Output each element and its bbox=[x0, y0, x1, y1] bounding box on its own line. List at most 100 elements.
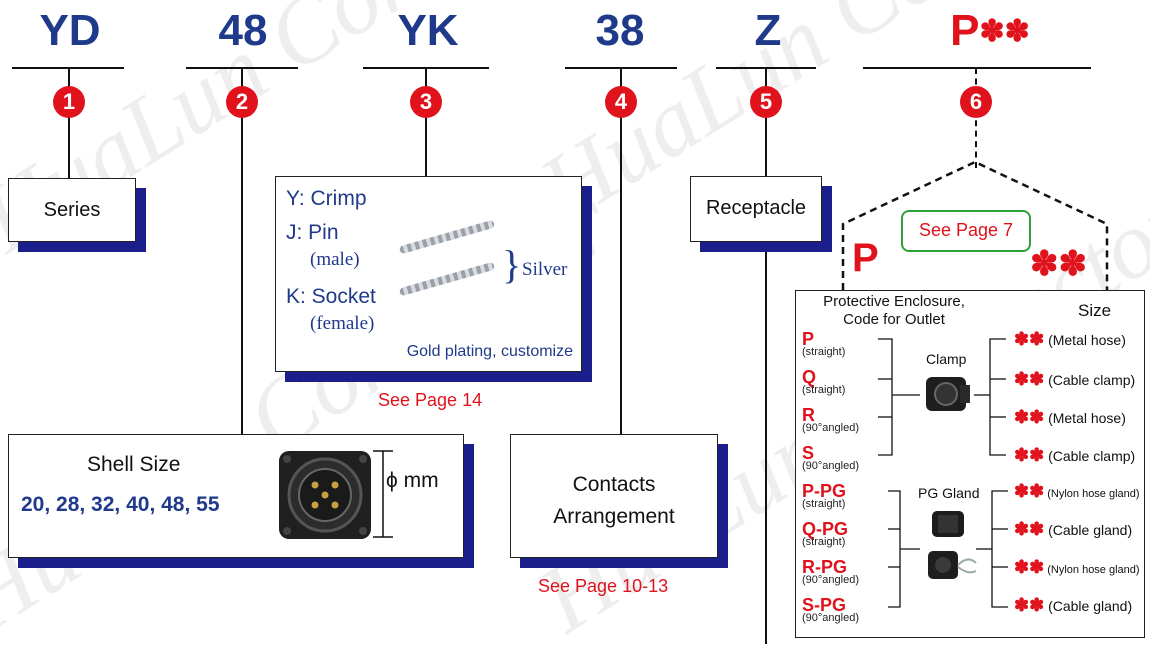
silver-brace: } bbox=[502, 242, 522, 287]
code-s-pg: S-PG bbox=[802, 595, 847, 615]
size-label: (Metal hose) bbox=[1048, 332, 1126, 348]
arrangement-line-2: Arrangement bbox=[553, 505, 675, 528]
connector-2 bbox=[241, 68, 243, 434]
socket-label: K: Socket bbox=[286, 285, 376, 308]
see-page-7: See Page 7 bbox=[918, 220, 1014, 240]
crimp-label: Y: Crimp bbox=[286, 187, 367, 210]
shell-sizes-list: 20, 28, 32, 40, 48, 55 bbox=[21, 493, 220, 516]
size-label: (Metal hose) bbox=[1048, 410, 1126, 426]
socket-contact-image bbox=[398, 261, 496, 297]
code-r-note: (90°angled) bbox=[802, 422, 859, 434]
size-label: (Nylon hose gland) bbox=[1047, 564, 1140, 576]
contacts-box: Y: Crimp J: Pin (male) K: Socket (female… bbox=[275, 176, 582, 372]
underline-6 bbox=[863, 67, 1091, 69]
size-row: ✽✽ (Nylon hose gland) bbox=[1014, 557, 1140, 578]
number-badge-1: 1 bbox=[53, 86, 85, 118]
number-badge-5: 5 bbox=[750, 86, 782, 118]
code-r: R bbox=[802, 405, 815, 425]
size-label: (Cable gland) bbox=[1048, 598, 1133, 614]
size-asterisks: ✽✽ bbox=[1014, 329, 1045, 349]
code-shell-size: 48 bbox=[218, 6, 268, 55]
code-enclosure-asterisks: ✽✽ bbox=[979, 15, 1030, 48]
clamp-photo bbox=[926, 377, 970, 411]
enclosure-detail-box: Protective Enclosure, Code for Outlet Si… bbox=[795, 290, 1145, 638]
silver-label: Silver bbox=[522, 259, 568, 280]
see-page-14: See Page 14 bbox=[378, 390, 483, 410]
diameter-label: ϕ mm bbox=[386, 469, 439, 492]
code-p-pg-note: (straight) bbox=[802, 498, 846, 510]
enclosure-size-asterisks: ✽✽ bbox=[1030, 245, 1087, 283]
gold-plating-label: Gold plating, customize bbox=[406, 343, 573, 360]
pin-contact-image bbox=[398, 219, 496, 255]
connector-5a bbox=[765, 68, 767, 176]
number-badge-4: 4 bbox=[605, 86, 637, 118]
code-r-pg: R-PG bbox=[802, 557, 847, 577]
code-s-pg-note: (90°angled) bbox=[802, 612, 859, 624]
pg-gland-photo-2 bbox=[928, 551, 977, 579]
pin-label: J: Pin bbox=[286, 221, 339, 244]
size-asterisks: ✽✽ bbox=[1014, 407, 1045, 427]
enclosure-heading-left: Protective Enclosure, Code for Outlet bbox=[823, 293, 965, 328]
shell-size-box: Shell Size 20, 28, 32, 40, 48, 55 ϕ mm bbox=[8, 434, 464, 558]
receptacle-label: Receptacle bbox=[705, 197, 807, 219]
code-s: S bbox=[802, 443, 815, 463]
code-enclosure-letter: P bbox=[950, 6, 980, 55]
size-row: ✽✽ (Cable gland) bbox=[1014, 595, 1132, 616]
code-q-note: (straight) bbox=[802, 384, 846, 396]
size-label: (Cable gland) bbox=[1048, 522, 1133, 538]
code-p: P bbox=[802, 329, 815, 349]
pg-gland-label: PG Gland bbox=[918, 485, 980, 501]
shell-size-title: Shell Size bbox=[87, 453, 181, 476]
size-label: (Cable clamp) bbox=[1048, 448, 1136, 464]
size-label: (Cable clamp) bbox=[1048, 372, 1136, 388]
size-asterisks: ✽✽ bbox=[1014, 519, 1045, 539]
arrangement-box: Contacts Arrangement bbox=[510, 434, 718, 558]
connector-1 bbox=[68, 68, 70, 178]
code-contacts: YK bbox=[397, 6, 459, 55]
size-asterisks: ✽✽ bbox=[1014, 595, 1045, 615]
code-s-note: (90°angled) bbox=[802, 460, 859, 472]
size-asterisks: ✽✽ bbox=[1014, 481, 1045, 501]
number-badge-3: 3 bbox=[410, 86, 442, 118]
code-q: Q bbox=[802, 367, 817, 387]
code-q-pg-note: (straight) bbox=[802, 536, 846, 548]
pg-gland-photo-1 bbox=[932, 511, 964, 537]
connector-4 bbox=[620, 68, 622, 434]
arrangement-line-1: Contacts bbox=[572, 473, 656, 496]
female-label: (female) bbox=[310, 313, 375, 334]
size-asterisks: ✽✽ bbox=[1014, 445, 1045, 465]
number-badge-2: 2 bbox=[226, 86, 258, 118]
size-row: ✽✽ (Nylon hose gland) bbox=[1014, 481, 1140, 502]
size-row: ✽✽ (Cable gland) bbox=[1014, 519, 1132, 540]
clamp-label: Clamp bbox=[926, 351, 967, 367]
code-r-pg-note: (90°angled) bbox=[802, 574, 859, 586]
series-label: Series bbox=[43, 199, 101, 221]
code-series: YD bbox=[39, 6, 101, 55]
see-page-7-box: See Page 7 bbox=[901, 210, 1031, 252]
code-enclosure: P✽✽ bbox=[920, 2, 1060, 61]
number-badge-6: 6 bbox=[960, 86, 992, 118]
connector-photo bbox=[279, 451, 371, 539]
connector-5b bbox=[765, 242, 767, 644]
connector-6 bbox=[975, 68, 977, 168]
connector-3 bbox=[425, 68, 427, 176]
diameter-bracket-icon bbox=[373, 450, 393, 538]
size-row: ✽✽ (Metal hose) bbox=[1014, 329, 1126, 350]
code-receptacle: Z bbox=[754, 6, 782, 55]
size-asterisks: ✽✽ bbox=[1014, 369, 1045, 389]
series-box: Series bbox=[8, 178, 136, 242]
size-label: (Nylon hose gland) bbox=[1047, 488, 1140, 500]
enclosure-heading-right: Size bbox=[1078, 301, 1112, 320]
size-row: ✽✽ (Cable clamp) bbox=[1014, 445, 1135, 466]
male-label: (male) bbox=[310, 249, 360, 270]
size-row: ✽✽ (Metal hose) bbox=[1014, 407, 1126, 428]
bracket-lines bbox=[878, 338, 1008, 608]
size-row: ✽✽ (Cable clamp) bbox=[1014, 369, 1135, 390]
code-arrangement: 38 bbox=[595, 6, 645, 55]
code-p-note: (straight) bbox=[802, 346, 846, 358]
code-q-pg: Q-PG bbox=[802, 519, 849, 539]
see-page-10-13: See Page 10-13 bbox=[538, 576, 669, 596]
size-asterisks: ✽✽ bbox=[1014, 557, 1045, 577]
receptacle-box: Receptacle bbox=[690, 176, 822, 242]
enclosure-p-label: P bbox=[852, 236, 879, 280]
